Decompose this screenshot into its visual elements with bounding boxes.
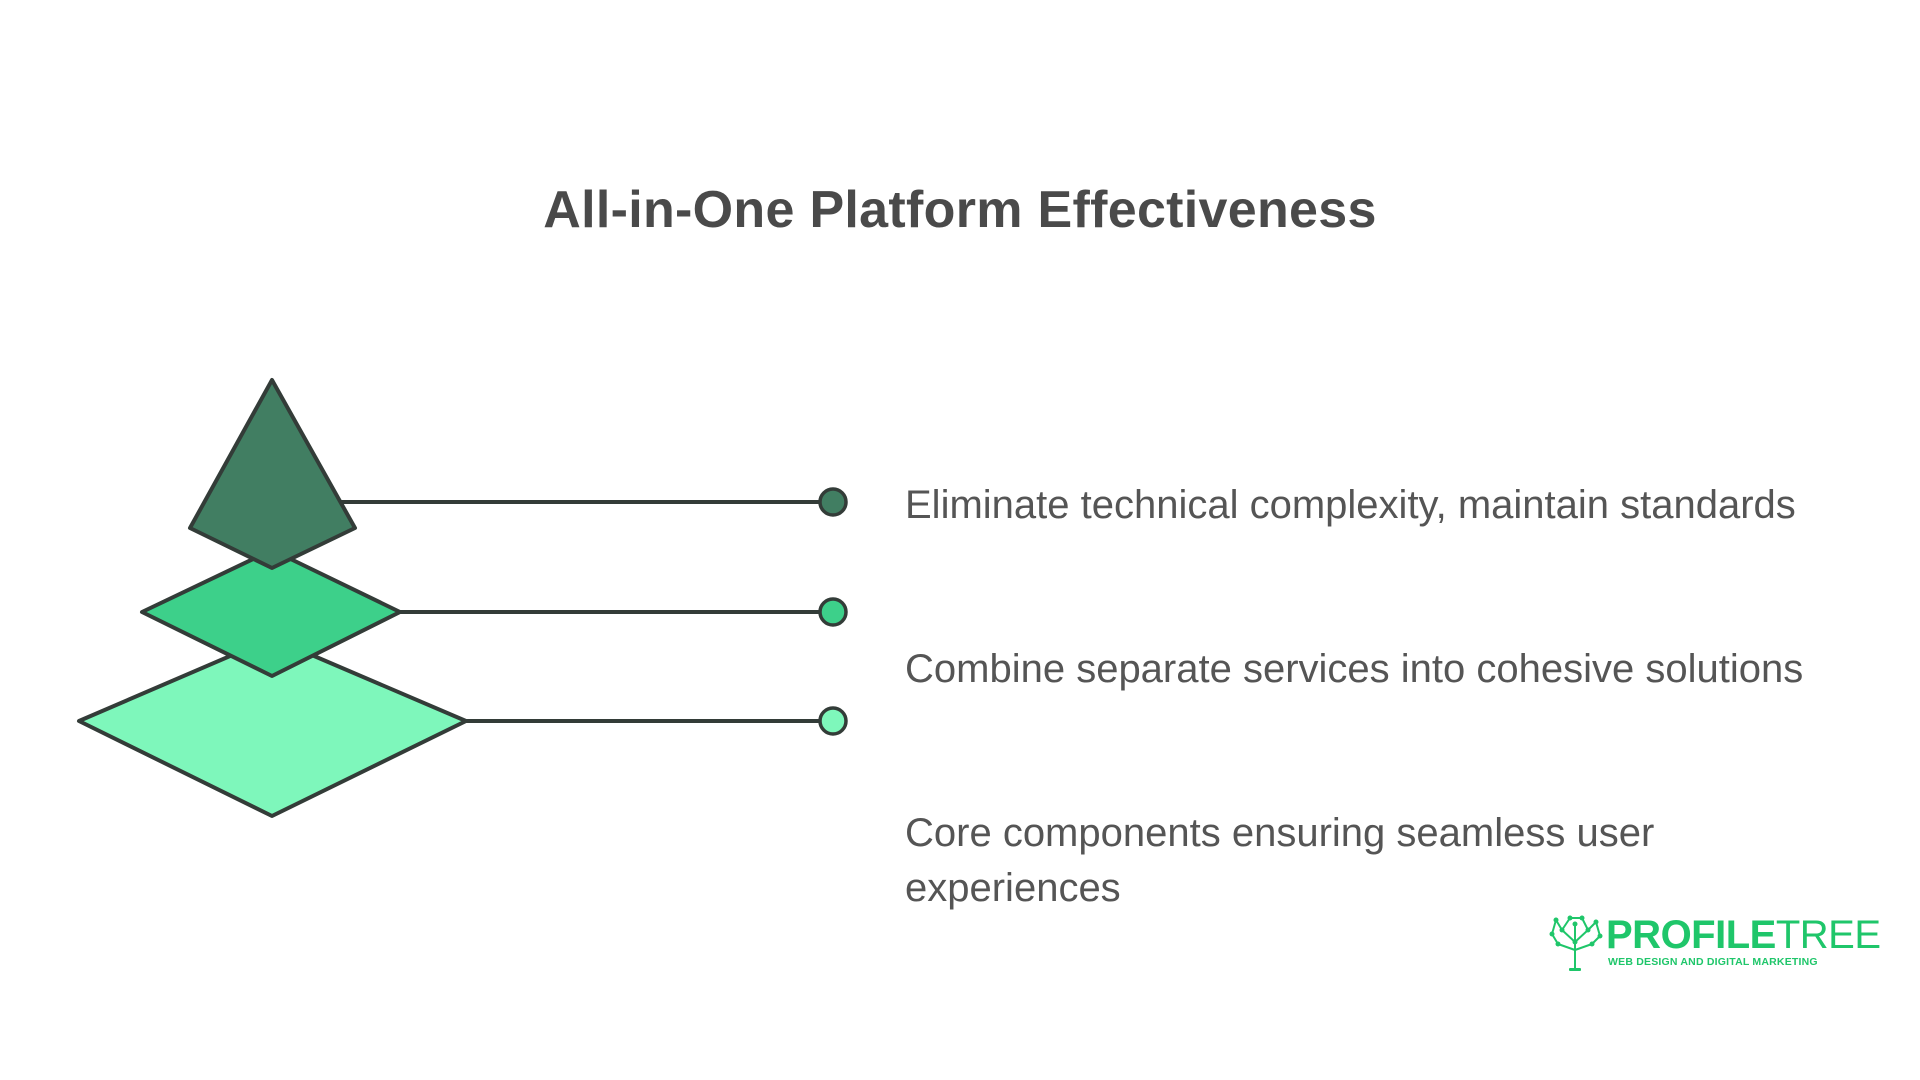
logo-name-bold: PROFILE [1606, 913, 1776, 957]
diagram-title: All-in-One Platform Effectiveness [543, 181, 1377, 239]
connector-dot-1 [818, 487, 848, 517]
pyramid-level-1 [188, 378, 357, 570]
pyramid-level-2 [140, 548, 402, 678]
level-2-label: Combine separate services into cohesive … [905, 647, 1804, 691]
level-3-label: Core components ensuring seamless user e… [905, 811, 1655, 910]
connector-dot-3 [818, 706, 848, 736]
profiletree-logo: PROFILETREE WEB DESIGN AND DIGITAL MARKE… [1548, 912, 1881, 974]
logo-name-light: TREE [1775, 913, 1881, 957]
logo-tagline: WEB DESIGN AND DIGITAL MARKETING [1608, 956, 1818, 968]
connector-dot-2 [818, 597, 848, 627]
tree-icon [1549, 915, 1603, 971]
level-1-label: Eliminate technical complexity, maintain… [905, 483, 1796, 527]
pyramid-level-3 [77, 636, 468, 818]
logo-wordmark: PROFILETREE [1606, 912, 1881, 958]
